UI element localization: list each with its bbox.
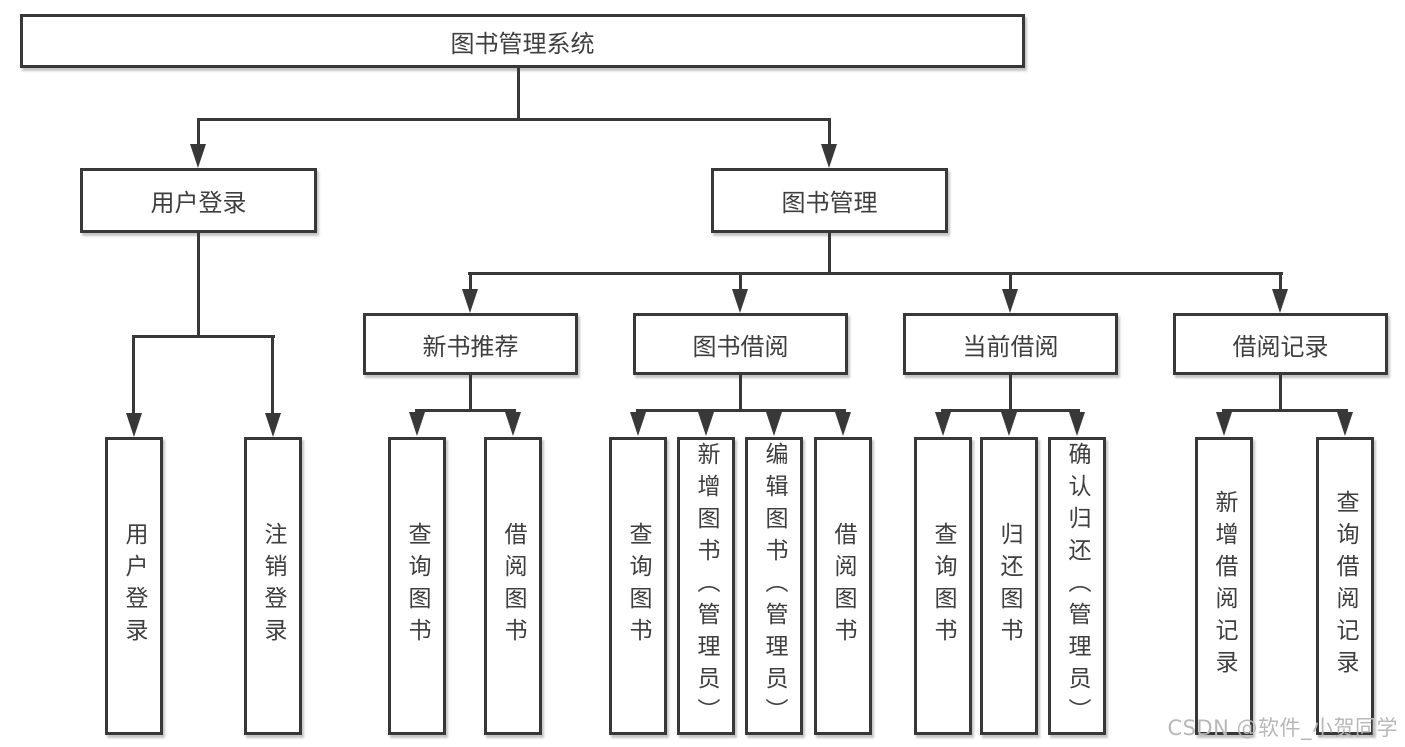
edge-book-management-stem [828, 121, 831, 148]
node-new-book-recommendation: 新书推荐 [363, 313, 578, 375]
edge-recommend-stem [469, 275, 472, 292]
edge-user-login-branch [132, 335, 275, 338]
edge-book-management-down [828, 233, 831, 275]
node-borrowing-records: 借阅记录 [1173, 313, 1388, 375]
node-borrowing-query-books: 查询图书 [609, 437, 667, 735]
edge-recommend-down [469, 375, 472, 412]
edge-borrowing-down [739, 375, 742, 412]
edge-records-arrow [1272, 289, 1288, 313]
edge-borrowing-arrow [732, 289, 748, 313]
edge-book-management-branch [468, 272, 1283, 275]
edge-user-login-stem [197, 121, 200, 148]
edge-leaf-user-login-arrow [126, 413, 142, 437]
node-borrowing-add-books-admin: 新增图书（管理员） [677, 437, 735, 735]
edge-records-branch [1222, 409, 1348, 412]
edge-records-add-arrow [1216, 412, 1232, 436]
edge-root-stem [517, 68, 520, 118]
node-recommend-query-books: 查询图书 [388, 437, 446, 735]
edge-recommend-borrow-arrow [505, 412, 521, 436]
node-borrowing-edit-books-admin: 编辑图书（管理员） [745, 437, 803, 735]
node-current-confirm-return-admin: 确认归还（管理员） [1048, 437, 1106, 735]
node-book-management: 图书管理 [711, 168, 948, 233]
edge-current-confirm-arrow [1069, 412, 1085, 436]
node-recommend-borrow-books: 借阅图书 [484, 437, 542, 735]
edge-current-branch [941, 409, 1080, 412]
edge-current-return-arrow [1001, 412, 1017, 436]
edge-current-stem [1009, 275, 1012, 292]
edge-records-stem [1279, 275, 1282, 292]
edge-user-login-arrow [190, 144, 206, 168]
edge-recommend-arrow [462, 289, 478, 313]
node-borrowing-borrow-books: 借阅图书 [814, 437, 872, 735]
node-user-login: 用户登录 [80, 168, 317, 233]
edge-records-query-arrow [1337, 412, 1353, 436]
edge-borrowing-stem [739, 275, 742, 292]
edge-leaf-logout-stem [271, 338, 274, 416]
edge-recommend-query-arrow [409, 412, 425, 436]
edge-current-query-arrow [935, 412, 951, 436]
edge-user-login-down [197, 233, 200, 337]
node-records-add-record: 新增借阅记录 [1195, 437, 1253, 735]
node-book-borrowing: 图书借阅 [633, 313, 848, 375]
edge-borrowing-borrow-arrow [835, 412, 851, 436]
edge-borrowing-query-arrow [630, 412, 646, 436]
edge-book-management-arrow [821, 144, 837, 168]
edge-records-down [1279, 375, 1282, 412]
node-records-query-record: 查询借阅记录 [1316, 437, 1374, 735]
edge-borrowing-branch [636, 409, 846, 412]
node-current-query-books: 查询图书 [914, 437, 972, 735]
node-current-borrowing: 当前借阅 [903, 313, 1118, 375]
node-leaf-logout-login: 注销登录 [244, 437, 302, 735]
edge-current-arrow [1002, 289, 1018, 313]
edge-borrowing-edit-arrow [766, 412, 782, 436]
edge-borrowing-add-arrow [698, 412, 714, 436]
csdn-watermark: CSDN @软件_小贺同学 [1167, 716, 1398, 740]
node-current-return-books: 归还图书 [980, 437, 1038, 735]
edge-root-branch [197, 118, 831, 121]
edge-current-down [1009, 375, 1012, 412]
node-leaf-user-login: 用户登录 [105, 437, 163, 735]
edge-leaf-user-login-stem [132, 338, 135, 416]
node-library-management-system: 图书管理系统 [20, 14, 1025, 68]
edge-recommend-branch [415, 409, 516, 412]
edge-leaf-logout-arrow [265, 413, 281, 437]
